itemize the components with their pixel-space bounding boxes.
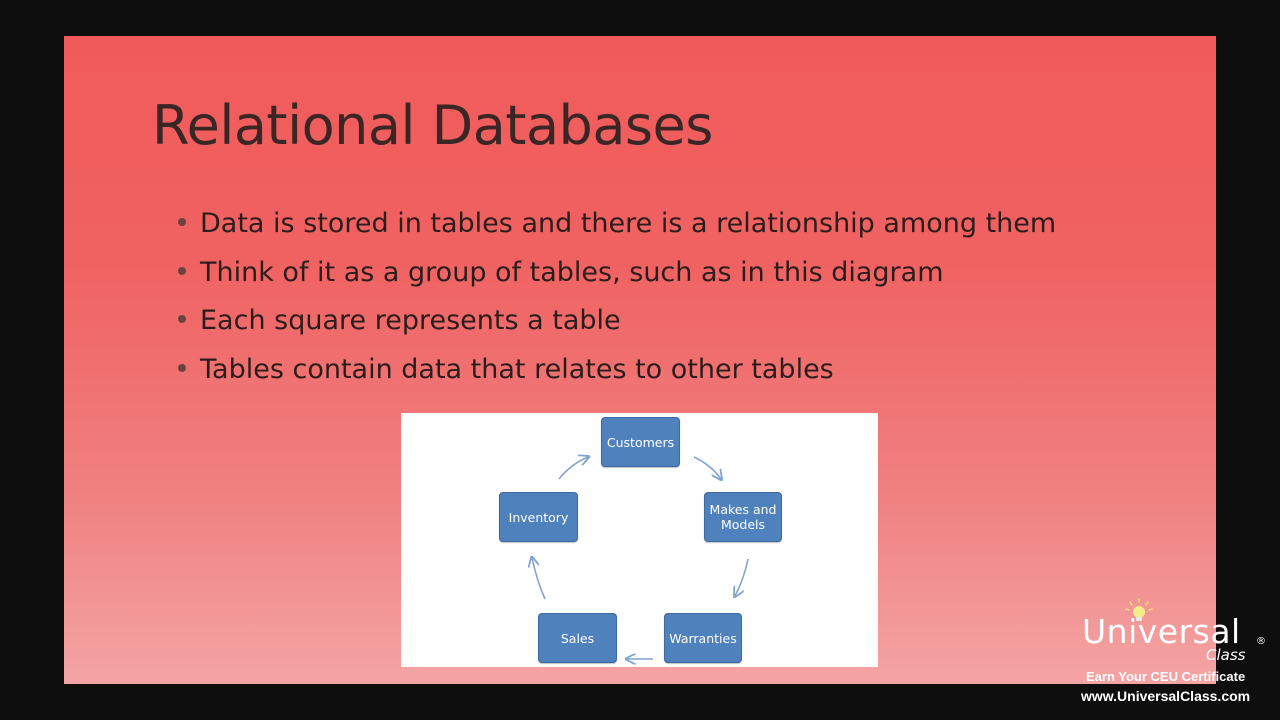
bullet-item: Tables contain data that relates to othe… [176, 354, 1056, 403]
bullet-text: Think of it as a group of tables, such a… [200, 256, 944, 288]
lightbulb-icon [1125, 598, 1153, 621]
bullet-item: Data is stored in tables and there is a … [176, 208, 1056, 257]
logo-tagline: Earn Your CEU Certificate [1086, 669, 1246, 684]
node-sales: Sales [538, 613, 617, 663]
arrow-inventory-to-customers [558, 457, 588, 480]
node-label: Warranties [669, 630, 737, 646]
bullet-text: Each square represents a table [200, 305, 621, 336]
bullet-text: Data is stored in tables and there is a … [200, 208, 1057, 239]
node-customers: Customers [601, 417, 680, 467]
slide-title: Relational Databases [152, 94, 713, 157]
node-label: Sales [560, 630, 595, 646]
bullet-item: Each square represents a table [176, 305, 1056, 354]
node-warranties: Warranties [664, 613, 742, 663]
table-relationship-diagram: Customers Makes and Models Warranties Sa… [401, 413, 878, 667]
node-makes-and-models: Makes and Models [704, 492, 782, 542]
bullet-dot-icon [178, 218, 186, 226]
bullet-dot-icon [178, 315, 186, 323]
diagram-arrows [401, 413, 749, 667]
bullet-list: Data is stored in tables and there is a … [176, 208, 1056, 402]
bullet-text: Tables contain data that relates to othe… [200, 353, 834, 385]
presentation-slide: Relational Databases Data is stored in t… [64, 36, 1216, 684]
node-inventory: Inventory [499, 492, 578, 542]
node-label-line1: Makes and [709, 502, 777, 517]
arrow-sales-to-inventory [532, 558, 546, 600]
arrow-customers-to-makes [693, 456, 721, 479]
logo-subword: Class [1206, 646, 1246, 664]
bullet-dot-icon [178, 266, 186, 275]
universalclass-logo: Universal ® Class Earn Your CEU Certific… [1072, 598, 1280, 708]
node-label: Inventory [508, 509, 569, 525]
node-label-line2: Models [720, 517, 766, 532]
node-label: Customers [606, 434, 675, 450]
bullet-item: Think of it as a group of tables, such a… [176, 257, 1056, 306]
logo-wordmark: Universal [1082, 612, 1241, 651]
arrow-makes-to-warranties [735, 558, 749, 596]
logo-url: www.UniversalClass.com [1081, 688, 1251, 704]
registered-mark: ® [1256, 636, 1266, 647]
bullet-dot-icon [178, 363, 186, 372]
